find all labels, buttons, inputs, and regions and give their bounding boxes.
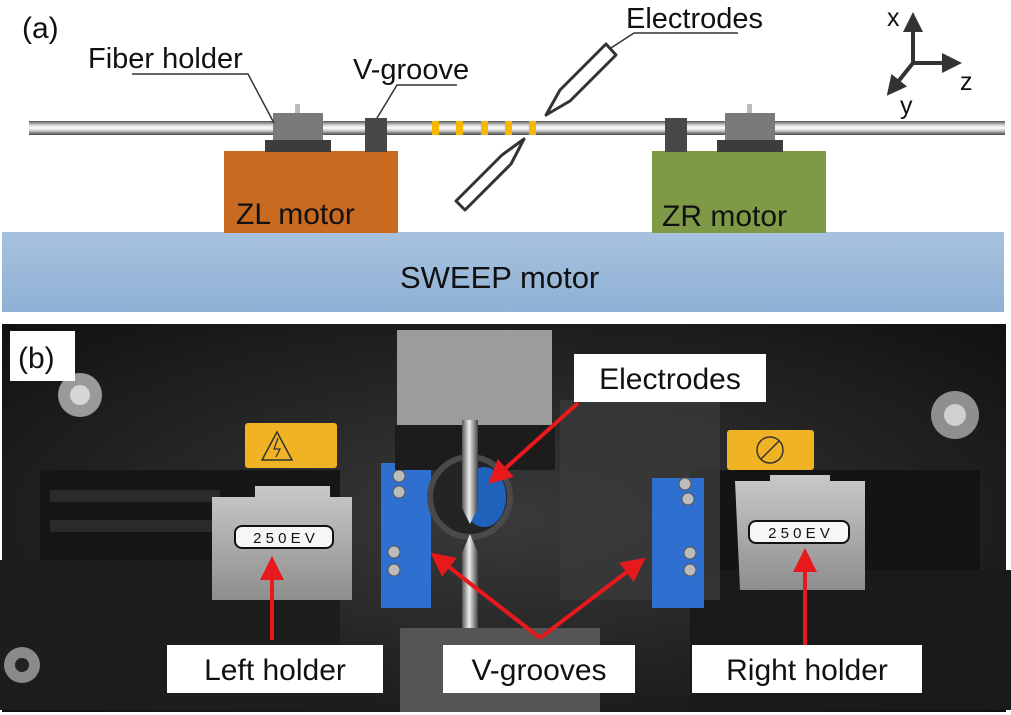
callout-v-groove: V-groove	[353, 54, 469, 119]
electrodes-label: Electrodes	[626, 3, 763, 35]
grating-mark	[481, 121, 488, 135]
left-holder-plate	[234, 525, 334, 549]
callout-electrodes: Electrodes	[610, 3, 763, 49]
right-v-groove-block	[652, 477, 704, 608]
label-box-bg	[10, 331, 75, 381]
right-holder-label-box: Right holder	[692, 645, 922, 693]
zr-motor-block	[652, 151, 826, 233]
label-box-bg	[574, 354, 766, 402]
electrodes-leader-line	[610, 32, 738, 49]
panel-b-label-box: (b)	[10, 331, 75, 381]
right-v-groove	[665, 118, 687, 152]
v-grooves-label-box: V-grooves	[443, 645, 635, 693]
coordinate-axes: x z y	[886, 4, 973, 120]
screw-hole	[15, 658, 29, 672]
grating-mark	[456, 121, 463, 135]
holder-body	[725, 113, 775, 140]
screw-highlight	[944, 404, 966, 426]
grating-mark	[505, 121, 512, 135]
panel-b-label: (b)	[18, 342, 55, 375]
lower-electrode	[454, 137, 526, 212]
right-holder-photo: 2 5 0 E V	[735, 475, 865, 590]
zl-motor-block	[224, 151, 398, 233]
sweep-motor-label: SWEEP motor	[400, 260, 599, 295]
upper-electrode	[544, 42, 618, 117]
high-voltage-warning-label	[245, 423, 337, 468]
grating-mark	[432, 121, 439, 135]
v-groove-block-body	[652, 478, 704, 608]
sweep-motor-block	[2, 232, 1004, 312]
lower-electrode-rod	[462, 534, 478, 640]
right-holder-label: Right holder	[726, 654, 888, 687]
v-groove-leader-line	[376, 84, 457, 119]
rail-groove	[50, 520, 220, 532]
label-box-bg	[167, 645, 383, 693]
grating-mark	[529, 121, 536, 135]
x-axis-label: x	[887, 4, 900, 32]
hex-screw	[387, 545, 401, 559]
left-holder-plate-text: 2 5 0 E V	[253, 530, 315, 547]
lightning-icon	[273, 437, 282, 458]
holder-base	[717, 140, 783, 152]
y-axis-label: y	[900, 92, 913, 120]
y-axis-arrow	[886, 61, 915, 96]
holder-knob	[747, 104, 752, 113]
zr-motor: ZR motor	[652, 151, 826, 233]
sweep-motor: SWEEP motor	[2, 232, 1004, 312]
zl-motor: ZL motor	[224, 151, 398, 233]
left-fiber-holder	[265, 104, 331, 152]
callout-fiber-holder: Fiber holder	[88, 43, 275, 124]
grating-marks	[432, 121, 536, 135]
hex-screw	[392, 485, 406, 499]
hex-screw	[392, 469, 406, 483]
warning-label-bg	[245, 423, 337, 468]
annotation-arrows	[260, 401, 817, 645]
z-axis-label: z	[960, 68, 973, 96]
optical-fiber	[29, 121, 1005, 135]
label-box-bg	[443, 645, 635, 693]
hex-screw	[681, 492, 695, 506]
zl-motor-label: ZL motor	[236, 198, 355, 231]
electrodes-photo-label: Electrodes	[599, 363, 741, 396]
left-v-groove	[365, 118, 387, 152]
panel-b-photo: 2 5 0 E V 2 5 0 E V	[0, 324, 1011, 712]
no-touch-warning-label	[727, 430, 814, 470]
panel-a-label: (a)	[22, 12, 59, 45]
electrodes-schematic	[454, 42, 618, 212]
prohibited-slash	[760, 440, 780, 460]
hex-screw	[683, 563, 697, 577]
left-holder-photo: 2 5 0 E V	[212, 486, 352, 600]
left-v-groove-block	[381, 463, 431, 608]
holder-body	[273, 113, 323, 140]
upper-electrode-rod	[462, 420, 478, 524]
holder-knob	[295, 104, 300, 113]
warning-triangle-icon	[260, 430, 294, 461]
right-fiber-holder	[717, 104, 783, 152]
label-box-bg	[692, 645, 922, 693]
v-grooves-label: V-grooves	[471, 654, 606, 687]
right-v-groove-arrow	[538, 557, 646, 640]
fiber-holder-label: Fiber holder	[88, 43, 243, 75]
left-v-groove-arrow	[430, 552, 542, 640]
hex-screw	[683, 546, 697, 560]
fiber-holder-leader-line	[132, 73, 275, 124]
right-holder-plate-text: 2 5 0 E V	[768, 525, 830, 542]
holder-base	[265, 140, 331, 152]
right-holder-plate	[748, 520, 850, 544]
prohibited-icon	[756, 436, 784, 464]
v-groove-label: V-groove	[353, 54, 469, 86]
panel-a-schematic: (a) SWEEP motor ZL motor ZR motor	[2, 3, 1005, 312]
left-holder-label: Left holder	[204, 654, 346, 687]
left-holder-label-box: Left holder	[167, 645, 383, 693]
v-groove-block-body	[381, 463, 431, 608]
zr-motor-label: ZR motor	[662, 200, 787, 233]
electrode-heatsink	[397, 330, 552, 430]
electrodes-arrow	[488, 401, 580, 485]
hex-screw	[387, 563, 401, 577]
rail-groove	[50, 490, 220, 502]
electrodes-label-box: Electrodes	[574, 354, 766, 402]
hex-screw	[678, 477, 692, 491]
screw-highlight	[70, 385, 90, 405]
